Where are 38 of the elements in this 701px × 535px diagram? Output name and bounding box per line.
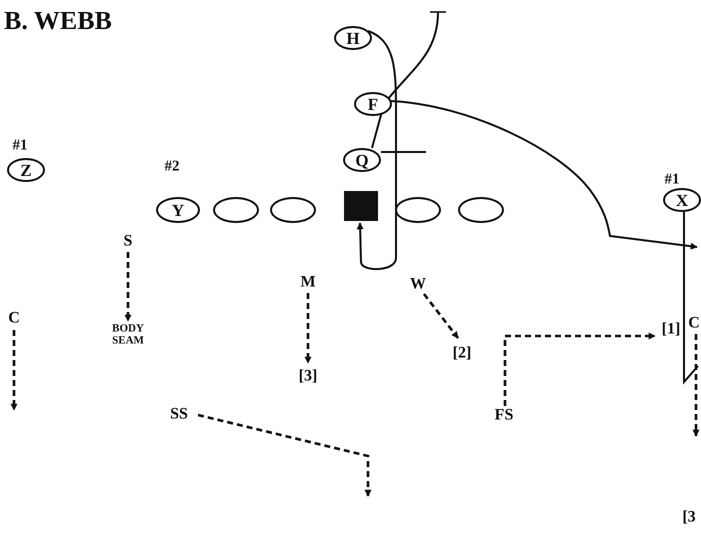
- lineman-oval: [458, 197, 504, 223]
- player-label: FS: [494, 408, 514, 424]
- player-label: [3: [682, 510, 696, 526]
- player-label: [3]: [298, 368, 318, 386]
- play-title: B. WEBB: [4, 6, 112, 36]
- player-label: [2]: [452, 346, 472, 362]
- lineman-oval: [395, 197, 441, 223]
- lineman-oval: [270, 197, 316, 223]
- player-number-label: #1: [664, 172, 680, 188]
- player-oval: Z: [7, 158, 45, 182]
- player-label: M: [300, 274, 316, 292]
- route-arrow: [124, 252, 132, 322]
- player-label: SS: [170, 406, 188, 424]
- player-oval: X: [663, 188, 701, 212]
- player-label: BODY SEAM: [104, 323, 152, 347]
- route-line: [683, 212, 699, 385]
- player-label: C: [688, 316, 700, 332]
- route-arrow: [304, 293, 312, 364]
- route-line: [381, 151, 426, 153]
- route-arrow: [422, 293, 460, 339]
- route-arrow: [504, 332, 656, 406]
- player-number-label: #1: [12, 138, 28, 154]
- player-oval: F: [354, 92, 392, 116]
- player-label: [1]: [662, 322, 680, 338]
- player-oval: Q: [343, 148, 381, 172]
- lineman-oval: [213, 197, 259, 223]
- player-label: W: [410, 276, 426, 294]
- player-label: C: [8, 310, 20, 328]
- player-number-label: #2: [164, 158, 180, 176]
- center-square: [344, 191, 378, 221]
- player-oval: H: [334, 26, 372, 50]
- player-oval: Y: [156, 197, 200, 223]
- route-arrow: [10, 330, 18, 411]
- route-arrow: [692, 334, 700, 437]
- player-label: S: [124, 234, 132, 250]
- route-arrow: [356, 30, 397, 270]
- route-arrow: [198, 414, 372, 497]
- route-arrow: [390, 100, 698, 250]
